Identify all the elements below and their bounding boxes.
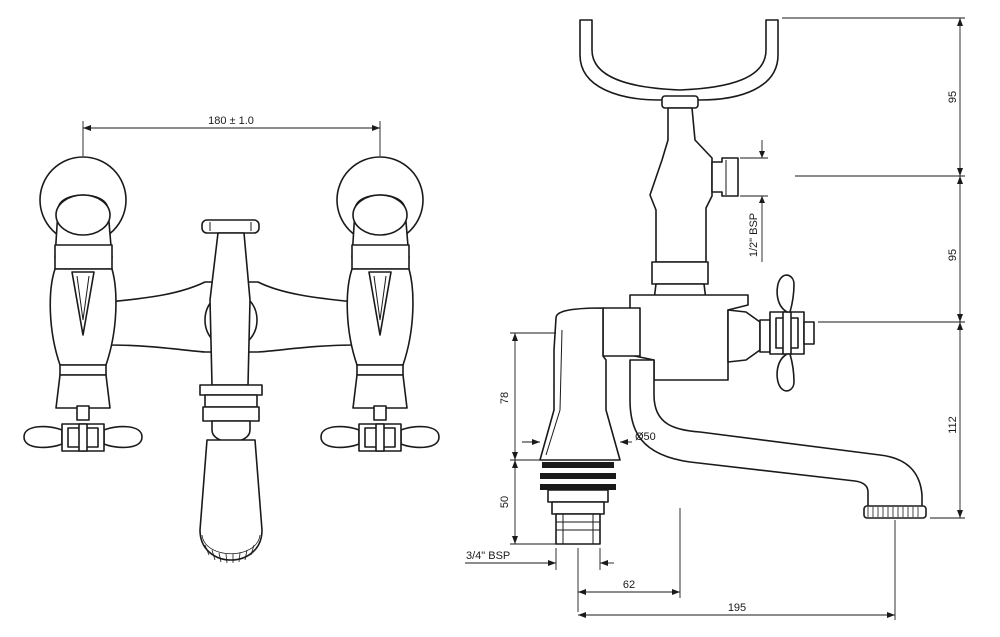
dim-heights: 95 95 112 — [782, 17, 965, 519]
dim-base-diameter-label: Ø50 — [635, 431, 656, 443]
dim-reach: 195 — [578, 520, 896, 620]
left-valve — [23, 156, 143, 452]
dim-inlet-thread: 3/4" BSP — [465, 548, 614, 570]
dim-height-spout-label: 112 — [947, 416, 959, 434]
dim-reach-label: 195 — [728, 602, 746, 614]
dim-centres: 180 ± 1.0 — [82, 115, 381, 156]
dim-inlet-thread-label: 3/4" BSP — [466, 550, 510, 562]
dim-centres-label: 180 ± 1.0 — [208, 115, 254, 127]
front-view: 180 ± 1.0 — [23, 115, 440, 564]
dim-body-tail: 78 50 — [499, 332, 556, 545]
front-diverter-spout — [199, 219, 263, 564]
shower-cradle — [579, 19, 779, 101]
dim-body-height-label: 78 — [499, 392, 511, 404]
dim-offset: 62 — [577, 508, 681, 612]
dim-height-top-label: 95 — [947, 91, 959, 103]
dim-height-mid-label: 95 — [947, 249, 959, 261]
dim-tail-height-label: 50 — [499, 496, 511, 508]
dim-offset-label: 62 — [623, 579, 635, 591]
dim-base-diameter: Ø50 — [522, 431, 656, 445]
side-view: 95 95 112 1/2" BSP 78 50 — [465, 17, 965, 620]
front-spout-outlet — [199, 439, 263, 561]
dim-outlet-thread: 1/2" BSP — [740, 140, 768, 262]
dim-outlet-thread-label: 1/2" BSP — [748, 213, 760, 257]
right-valve — [320, 156, 440, 452]
side-spout — [629, 359, 923, 509]
